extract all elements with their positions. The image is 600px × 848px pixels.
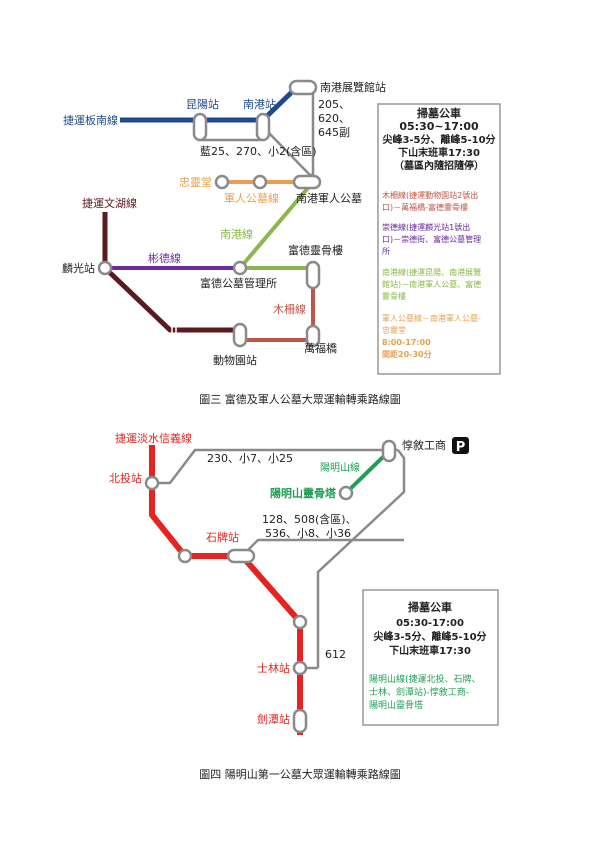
station-kunyang-node (192, 112, 208, 142)
info1-route4-freq: 間距20-30分 (382, 349, 432, 359)
station-mid-node (292, 614, 308, 630)
label-nangang-military: 南港軍人公墓 (296, 192, 362, 205)
station-zhongling-node (214, 174, 230, 190)
label-bus-r2: 620、 (318, 112, 350, 125)
station-fude-mgmt-node (232, 260, 248, 276)
label-fude-mgmt: 富德公墓管理所 (200, 276, 277, 290)
label-jiantan: 劍潭站 (257, 712, 290, 726)
label-tamsui-line: 捷運淡水信義線 (115, 431, 192, 445)
map2-info-box (362, 589, 499, 726)
station-nangang-node (255, 112, 271, 142)
station-ymsh-ling-node (338, 485, 354, 501)
info2-route-l3: 陽明山靈骨塔 (369, 699, 423, 711)
parking-icon: P (452, 437, 469, 455)
map2-grey-connector-230 (152, 448, 398, 485)
station-zoo-node (232, 322, 248, 348)
info2-freq: 尖峰3-5分、離峰5-10分 (373, 630, 486, 643)
label-bus-r4: 藍25、270、小2(含區) (200, 144, 317, 158)
info1-note: （墓區內隨招隨停） (394, 159, 484, 172)
label-nangang-line: 南港線 (220, 227, 253, 241)
label-binde-line: 彬德線 (148, 251, 181, 265)
info1-freq: 尖峰3-5分、離峰5-10分 (382, 133, 495, 146)
info1-route4-hours: 8:00-17:00 (382, 338, 431, 347)
label-bus2-r2: 128、508(含區)、 (262, 512, 357, 526)
label-zoo: 動物園站 (213, 353, 257, 367)
info1-route2-l3: 所 (382, 246, 390, 256)
tamsui-line (149, 445, 303, 735)
label-bus-r3: 645副 (318, 126, 350, 139)
info1-hours: 05:30~17:00 (399, 120, 479, 133)
label-ymsh-ling: 陽明山靈骨塔 (270, 486, 337, 500)
label-bus-r1: 205、 (318, 98, 350, 111)
map2-diagram: 捷運淡水信義線 230、小7、小25 惇敘工商 P 陽明山線 北投站 陽明山靈骨… (109, 431, 499, 781)
info1-route3-l3: 靈骨樓 (382, 291, 406, 301)
info2-last: 下山末班車17:30 (389, 644, 471, 657)
label-beitou: 北投站 (109, 471, 142, 485)
svg-text:P: P (456, 440, 466, 455)
label-zhongling: 忠靈堂 (179, 176, 212, 189)
info1-route2-l2: 口)－崇德街、富德公墓管理 (382, 234, 481, 244)
label-nangang: 南港站 (243, 97, 276, 111)
station-military-stop-node (252, 174, 268, 190)
station-fuxing-node (381, 439, 397, 463)
label-wanfuqiao: 萬福橋 (304, 341, 337, 355)
info1-route2-l1: 崇德線(捷運麟光站1號出 (382, 222, 470, 232)
map1-grey-blue-link (198, 127, 263, 142)
info1-route1-l1: 木柵線(捷運動物園站2號出 (382, 190, 478, 200)
label-linguang: 麟光站 (62, 261, 95, 275)
info1-route4-l2: 忠靈堂 (382, 325, 406, 335)
info1-route4-l1: 軍人公墓線－南港軍人公墓- (382, 313, 481, 323)
label-kunyang: 昆陽站 (186, 97, 219, 111)
info2-hours: 05:30-17:00 (396, 618, 464, 629)
map1-caption: 圖三 富德及軍人公墓大眾運輸轉乘路線圖 (199, 392, 401, 406)
info2-route-l1: 陽明山線(捷運北投、石牌、 (369, 673, 481, 685)
label-fuxing: 惇敘工商 (402, 438, 446, 452)
map2-grey-connector-main (316, 449, 406, 668)
label-bannan-line: 捷運板南線 (63, 113, 118, 127)
label-fude-ling: 富德靈骨樓 (288, 243, 343, 257)
station-fude-ling-node (305, 260, 321, 290)
station-shilin-node (292, 660, 308, 676)
station-jiantan-node (292, 708, 308, 734)
wenhu-line (102, 212, 240, 333)
info2-title: 掃墓公車 (408, 600, 452, 614)
info1-last: 下山末班車17:30 (398, 146, 480, 159)
map1-diagram: 捷運板南線 昆陽站 南港站 南港展覽館站 205、 620、 645副 藍25、… (62, 79, 501, 406)
label-expo: 南港展覽館站 (320, 80, 386, 94)
yangmingshan-line (344, 453, 387, 495)
label-shilin: 士林站 (257, 661, 290, 675)
station-beitou-node (144, 475, 160, 491)
station-nangang-military-node (292, 174, 322, 190)
label-ymsh-line: 陽明山線 (320, 461, 360, 474)
map2-grey-connector-128 (241, 538, 404, 557)
map2-caption: 圖四 陽明山第一公墓大眾運輸轉乘路線圖 (199, 767, 401, 781)
label-bus2-r3: 536、小8、小36 (265, 527, 351, 540)
map1-info-box (377, 103, 501, 375)
station-expo-node (288, 79, 318, 96)
station-linguang-node (97, 260, 113, 276)
station-shipai-node-2 (226, 548, 256, 564)
label-bus2-r4: 612 (325, 648, 346, 661)
label-wenhu-line: 捷運文湖線 (82, 196, 137, 210)
info2-route-l2: 士林、劍潭站)-惇敘工商- (369, 686, 469, 698)
station-shipai-node-1 (177, 548, 193, 564)
label-bus2-r1: 230、小7、小25 (207, 452, 293, 465)
info1-title: 掃墓公車 (417, 106, 461, 120)
label-military-line: 軍人公墓線 (224, 191, 279, 205)
info1-route3-l1: 南港線(捷運昆陽、南港展覽 (382, 267, 481, 277)
info1-route1-l2: 口)－萬福橋-富德靈骨樓 (382, 202, 468, 212)
info1-route3-l2: 館站)－南港軍人公墓、富德 (382, 279, 481, 289)
label-muzha-line: 木柵線 (273, 302, 306, 316)
station-wanfuqiao-node (305, 324, 321, 348)
label-shipai: 石牌站 (206, 530, 239, 544)
